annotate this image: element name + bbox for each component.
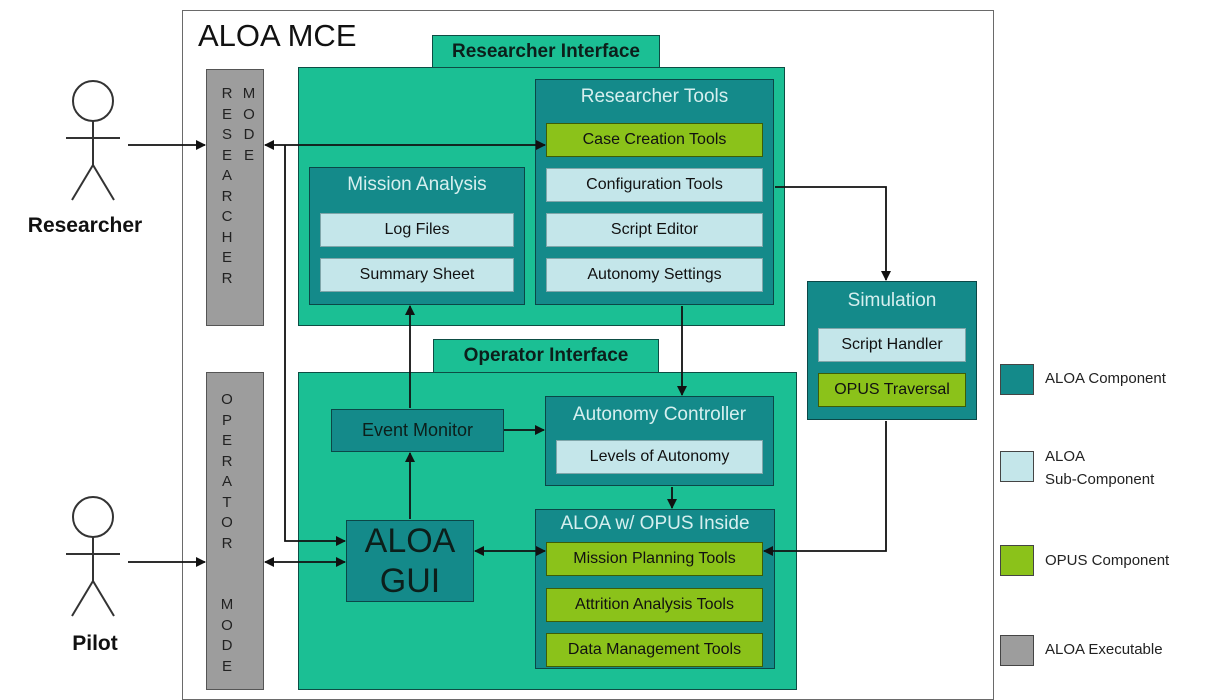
- aloa-gui-line1: ALOA: [364, 522, 456, 560]
- levels-of-autonomy: Levels of Autonomy: [556, 440, 763, 474]
- autonomy-controller-title: Autonomy Controller: [572, 404, 747, 425]
- mode-letter: R: [221, 187, 233, 205]
- researcher-actor-icon: [66, 80, 120, 201]
- mode-letter: O: [221, 391, 233, 408]
- mode-letter: P: [221, 411, 232, 429]
- mode-letter: A: [221, 473, 232, 490]
- log-files: Log Files: [320, 213, 514, 247]
- mode-letter: O: [221, 616, 233, 634]
- researcher-interface-title: Researcher Interface: [432, 35, 660, 68]
- aloa-gui-line2: GUI: [379, 562, 441, 600]
- researcher-label: Researcher: [27, 214, 143, 237]
- legend-label-aloa-executable: ALOA Executable: [1045, 641, 1163, 658]
- mode-letter: E: [221, 657, 232, 675]
- simulation-title: Simulation: [847, 290, 937, 311]
- mode-letter: D: [243, 126, 255, 143]
- legend-swatch-opus-component: [1000, 545, 1034, 576]
- mode-letter: E: [221, 432, 232, 449]
- attrition-analysis-tools: Attrition Analysis Tools: [546, 588, 763, 622]
- researcher-tools-title: Researcher Tools: [580, 86, 729, 107]
- operator-interface-title: Operator Interface: [433, 339, 659, 373]
- aloa-mce-title: ALOA MCE: [198, 18, 357, 53]
- mode-letter: C: [221, 208, 233, 225]
- mode-letter: E: [221, 249, 232, 266]
- mode-letter: D: [221, 637, 233, 654]
- pilot-label: Pilot: [72, 632, 118, 655]
- mode-letter: H: [221, 228, 233, 246]
- aloa-opus-title: ALOA w/ OPUS Inside: [560, 513, 750, 534]
- legend-swatch-aloa-component: [1000, 364, 1034, 395]
- mode-letter: R: [221, 452, 233, 470]
- arrow-simulation-to-mission-planning: [763, 421, 887, 556]
- aloa-gui: ALOA GUI: [346, 520, 474, 602]
- mode-letter: M: [220, 596, 234, 613]
- mode-letter: T: [222, 493, 232, 511]
- configuration-tools: Configuration Tools: [546, 168, 763, 202]
- data-management-tools: Data Management Tools: [546, 633, 763, 667]
- summary-sheet: Summary Sheet: [320, 258, 514, 292]
- pilot-actor-icon: [66, 496, 120, 617]
- legend-swatch-aloa-sub-component: [1000, 451, 1034, 482]
- mode-letter: O: [243, 105, 255, 123]
- mode-letter: R: [221, 269, 233, 287]
- autonomy-settings: Autonomy Settings: [546, 258, 763, 292]
- legend-label-aloa-sub-component-1: ALOA: [1045, 448, 1086, 465]
- mode-letter: R: [221, 85, 233, 102]
- mission-planning-tools: Mission Planning Tools: [546, 542, 763, 576]
- script-editor: Script Editor: [546, 213, 763, 247]
- mode-letter: S: [221, 126, 232, 143]
- mode-letter: A: [221, 167, 232, 184]
- event-monitor: Event Monitor: [331, 409, 504, 452]
- script-handler: Script Handler: [818, 328, 966, 362]
- opus-traversal: OPUS Traversal: [818, 373, 966, 407]
- legend-label-opus-component: OPUS Component: [1045, 552, 1170, 569]
- mission-analysis-title: Mission Analysis: [347, 174, 487, 195]
- legend-swatch-aloa-executable: [1000, 635, 1034, 666]
- arrow-researcher-line-to-gui: [284, 145, 346, 546]
- mode-letter: O: [221, 514, 233, 531]
- legend-label-aloa-sub-component-2: Sub-Component: [1045, 471, 1155, 488]
- arrow-configuration-to-simulation: [775, 186, 891, 281]
- mode-letter: E: [221, 105, 232, 123]
- legend-label-aloa-component: ALOA Component: [1045, 370, 1166, 387]
- mode-letter: M: [242, 85, 256, 102]
- mode-letter: E: [221, 146, 232, 164]
- mode-letter: R: [221, 534, 233, 552]
- case-creation-tools: Case Creation Tools: [546, 123, 763, 157]
- mode-letter: E: [243, 146, 254, 164]
